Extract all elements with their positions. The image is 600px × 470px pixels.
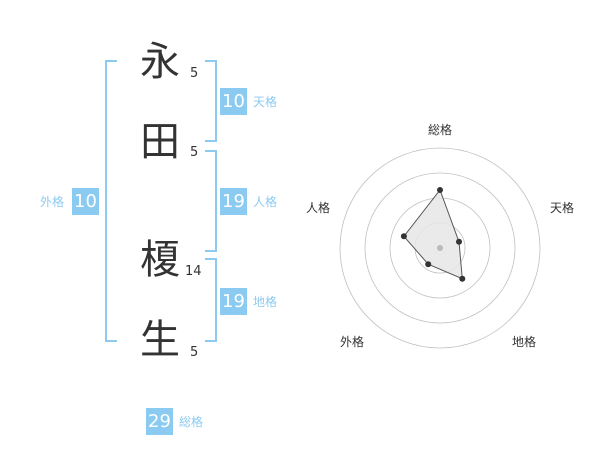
radar-point-2 — [459, 275, 466, 282]
tenkaku-score: 10 — [220, 88, 247, 115]
radar-ring — [364, 172, 516, 324]
radar-ring — [339, 147, 541, 349]
name-char-1: 永 — [140, 39, 180, 85]
tenkaku-label: 天格 — [253, 95, 278, 109]
jinkaku-score: 19 — [220, 188, 247, 215]
tenkaku-bracket — [205, 60, 217, 142]
gaikaku-label: 外格 — [40, 195, 65, 209]
stroke-count-4: 5 — [190, 345, 199, 360]
radar-point-3 — [425, 261, 432, 268]
stroke-count-3: 14 — [185, 264, 202, 279]
radar-point-1 — [456, 238, 462, 245]
radar-point-0 — [437, 187, 443, 193]
jinkaku-label: 人格 — [253, 195, 278, 209]
stroke-count-1: 5 — [190, 66, 199, 81]
name-char-4: 生 — [140, 317, 180, 363]
chikaku-score: 19 — [220, 288, 247, 315]
radar-axis-label-tenkaku: 天格 — [550, 200, 574, 215]
radar-point-4 — [400, 233, 407, 240]
radar-shape — [403, 188, 463, 280]
name-char-3: 榎 — [140, 237, 180, 283]
stroke-count-2: 5 — [190, 145, 199, 160]
radar-axis-label-chikaku: 地格 — [512, 334, 536, 349]
chikaku-label: 地格 — [253, 295, 278, 309]
chikaku-bracket — [205, 258, 217, 342]
soukaku-score: 29 — [146, 408, 173, 435]
radar-axis-label-soukaku: 総格 — [428, 122, 452, 137]
radar-axis-label-jinkaku: 人格 — [306, 200, 330, 215]
soukaku-label: 総格 — [179, 415, 204, 429]
radar-center — [437, 245, 443, 251]
radar-axis-label-gaikaku: 外格 — [340, 334, 364, 349]
gaikaku-score: 10 — [72, 188, 99, 215]
jinkaku-bracket — [205, 150, 217, 252]
name-char-2: 田 — [140, 119, 180, 165]
gaikaku-bracket — [105, 60, 117, 342]
